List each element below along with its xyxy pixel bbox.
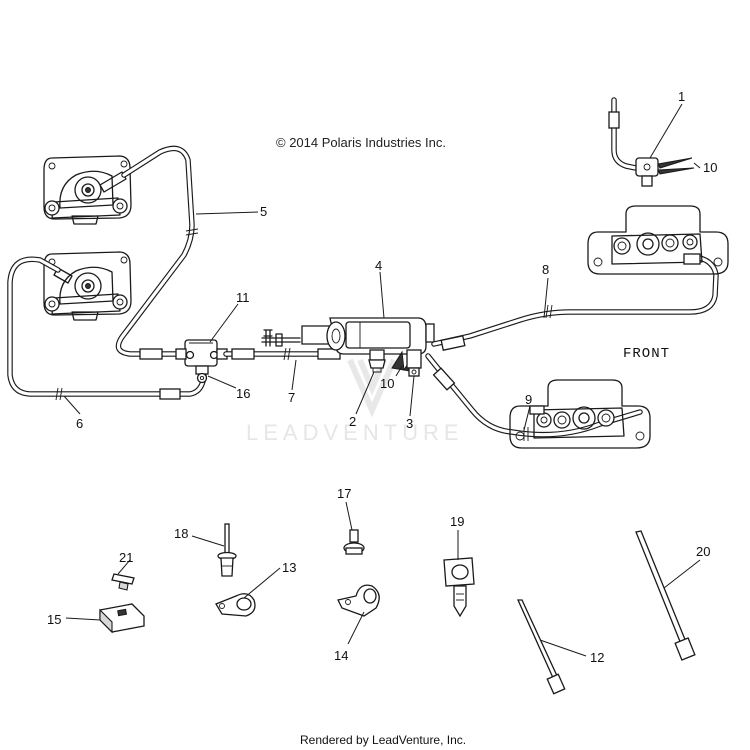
watermark-text: LEADVENTURE bbox=[246, 420, 464, 445]
callout-10-top: 10 bbox=[703, 160, 717, 175]
callout-11: 11 bbox=[236, 290, 250, 305]
leadventure-watermark: LEADVENTURE bbox=[246, 358, 464, 445]
callout-8: 8 bbox=[542, 262, 549, 277]
callout-1: 1 bbox=[678, 89, 685, 104]
cable-tie-part-12[interactable] bbox=[516, 599, 566, 695]
master-cylinder[interactable] bbox=[261, 317, 435, 355]
banjo-bolt-right[interactable] bbox=[406, 349, 422, 377]
callout-17: 17 bbox=[337, 486, 351, 501]
brake-line-6[interactable] bbox=[7, 256, 207, 401]
brake-line-7[interactable] bbox=[223, 345, 341, 361]
callout-19: 19 bbox=[450, 514, 464, 529]
callout-2: 2 bbox=[349, 414, 356, 429]
callout-12: 12 bbox=[590, 650, 604, 665]
screw-part-21[interactable] bbox=[111, 573, 135, 591]
callout-14: 14 bbox=[334, 648, 348, 663]
callout-15: 15 bbox=[47, 612, 61, 627]
brake-line-9[interactable] bbox=[425, 353, 643, 441]
front-caliper-lower[interactable] bbox=[509, 379, 651, 449]
front-caliper-upper[interactable] bbox=[587, 205, 729, 275]
banjo-bolt-left[interactable] bbox=[368, 349, 386, 373]
p-clamp-part-13[interactable] bbox=[215, 593, 256, 617]
anchor-part-19[interactable] bbox=[443, 557, 475, 618]
front-direction-label: FRONT bbox=[623, 346, 670, 362]
callout-5: 5 bbox=[260, 204, 267, 219]
callout-10-center: 10 bbox=[380, 376, 394, 391]
brake-junction-block[interactable] bbox=[175, 339, 228, 367]
p-clamp-part-14[interactable] bbox=[337, 584, 380, 617]
callout-13: 13 bbox=[282, 560, 296, 575]
sealing-washers-top[interactable] bbox=[657, 157, 695, 175]
copyright-text: © 2014 Polaris Industries Inc. bbox=[276, 135, 446, 150]
callout-20: 20 bbox=[696, 544, 710, 559]
rivet-part-18[interactable] bbox=[217, 523, 237, 577]
brake-line-8[interactable] bbox=[431, 255, 719, 351]
callout-9: 9 bbox=[525, 392, 532, 407]
rear-caliper-upper[interactable] bbox=[43, 155, 132, 225]
callout-6: 6 bbox=[76, 416, 83, 431]
callout-16: 16 bbox=[236, 386, 250, 401]
callout-18: 18 bbox=[174, 526, 188, 541]
callout-21: 21 bbox=[119, 550, 133, 565]
callout-7: 7 bbox=[288, 390, 295, 405]
callout-4: 4 bbox=[375, 258, 382, 273]
front-hose-fitting[interactable] bbox=[608, 97, 659, 187]
brake-line-5[interactable] bbox=[115, 145, 199, 360]
leader-lines bbox=[63, 103, 701, 657]
cable-tie-part-20[interactable] bbox=[635, 530, 696, 661]
clip-part-15[interactable] bbox=[99, 603, 145, 634]
bolt-part-17[interactable] bbox=[343, 529, 365, 555]
callout-numbers: 1 10 4 5 11 16 6 7 2 10 3 8 9 21 15 18 1… bbox=[47, 89, 717, 665]
rear-caliper-lower[interactable] bbox=[43, 251, 132, 321]
callout-3: 3 bbox=[406, 416, 413, 431]
footer-credit: Rendered by LeadVenture, Inc. bbox=[300, 733, 466, 747]
junction-bolt[interactable] bbox=[195, 365, 209, 384]
